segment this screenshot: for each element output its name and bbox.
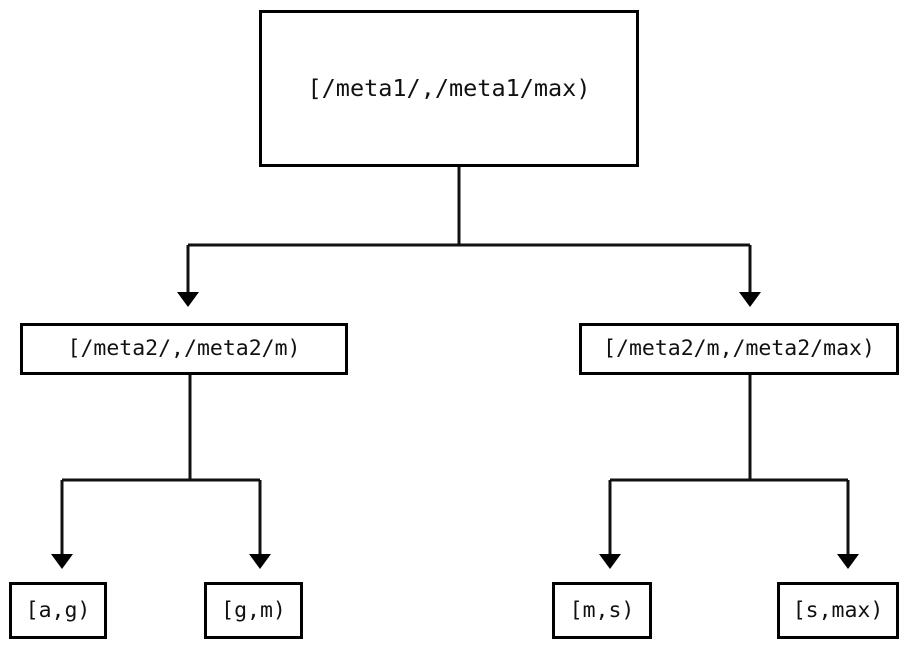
arrowhead-to-leaf-smax [837, 554, 859, 569]
node-leaf-s-max: [s,max) [777, 582, 899, 639]
arrowhead-to-leaf-ag [51, 554, 73, 569]
arrowhead-to-leaf-gm [249, 554, 271, 569]
node-leaf-g-m-label: [g,m) [221, 597, 286, 623]
node-leaf-g-m: [g,m) [204, 582, 303, 639]
node-level2-right: [/meta2/m,/meta2/max) [579, 323, 899, 375]
node-leaf-s-max-label: [s,max) [792, 597, 884, 623]
node-level2-right-label: [/meta2/m,/meta2/max) [603, 336, 875, 362]
node-level2-left-label: [/meta2/,/meta2/m) [67, 336, 301, 362]
arrowhead-to-l2-left [177, 292, 199, 307]
node-leaf-a-g: [a,g) [9, 582, 107, 639]
node-level2-left: [/meta2/,/meta2/m) [20, 323, 348, 375]
node-root: [/meta1/,/meta1/max) [259, 10, 639, 167]
arrowhead-to-leaf-ms [599, 554, 621, 569]
node-leaf-m-s: [m,s) [552, 582, 652, 639]
node-leaf-m-s-label: [m,s) [569, 597, 635, 623]
node-leaf-a-g-label: [a,g) [25, 597, 91, 623]
arrowhead-to-l2-right [739, 292, 761, 307]
node-root-label: [/meta1/,/meta1/max) [307, 73, 591, 102]
